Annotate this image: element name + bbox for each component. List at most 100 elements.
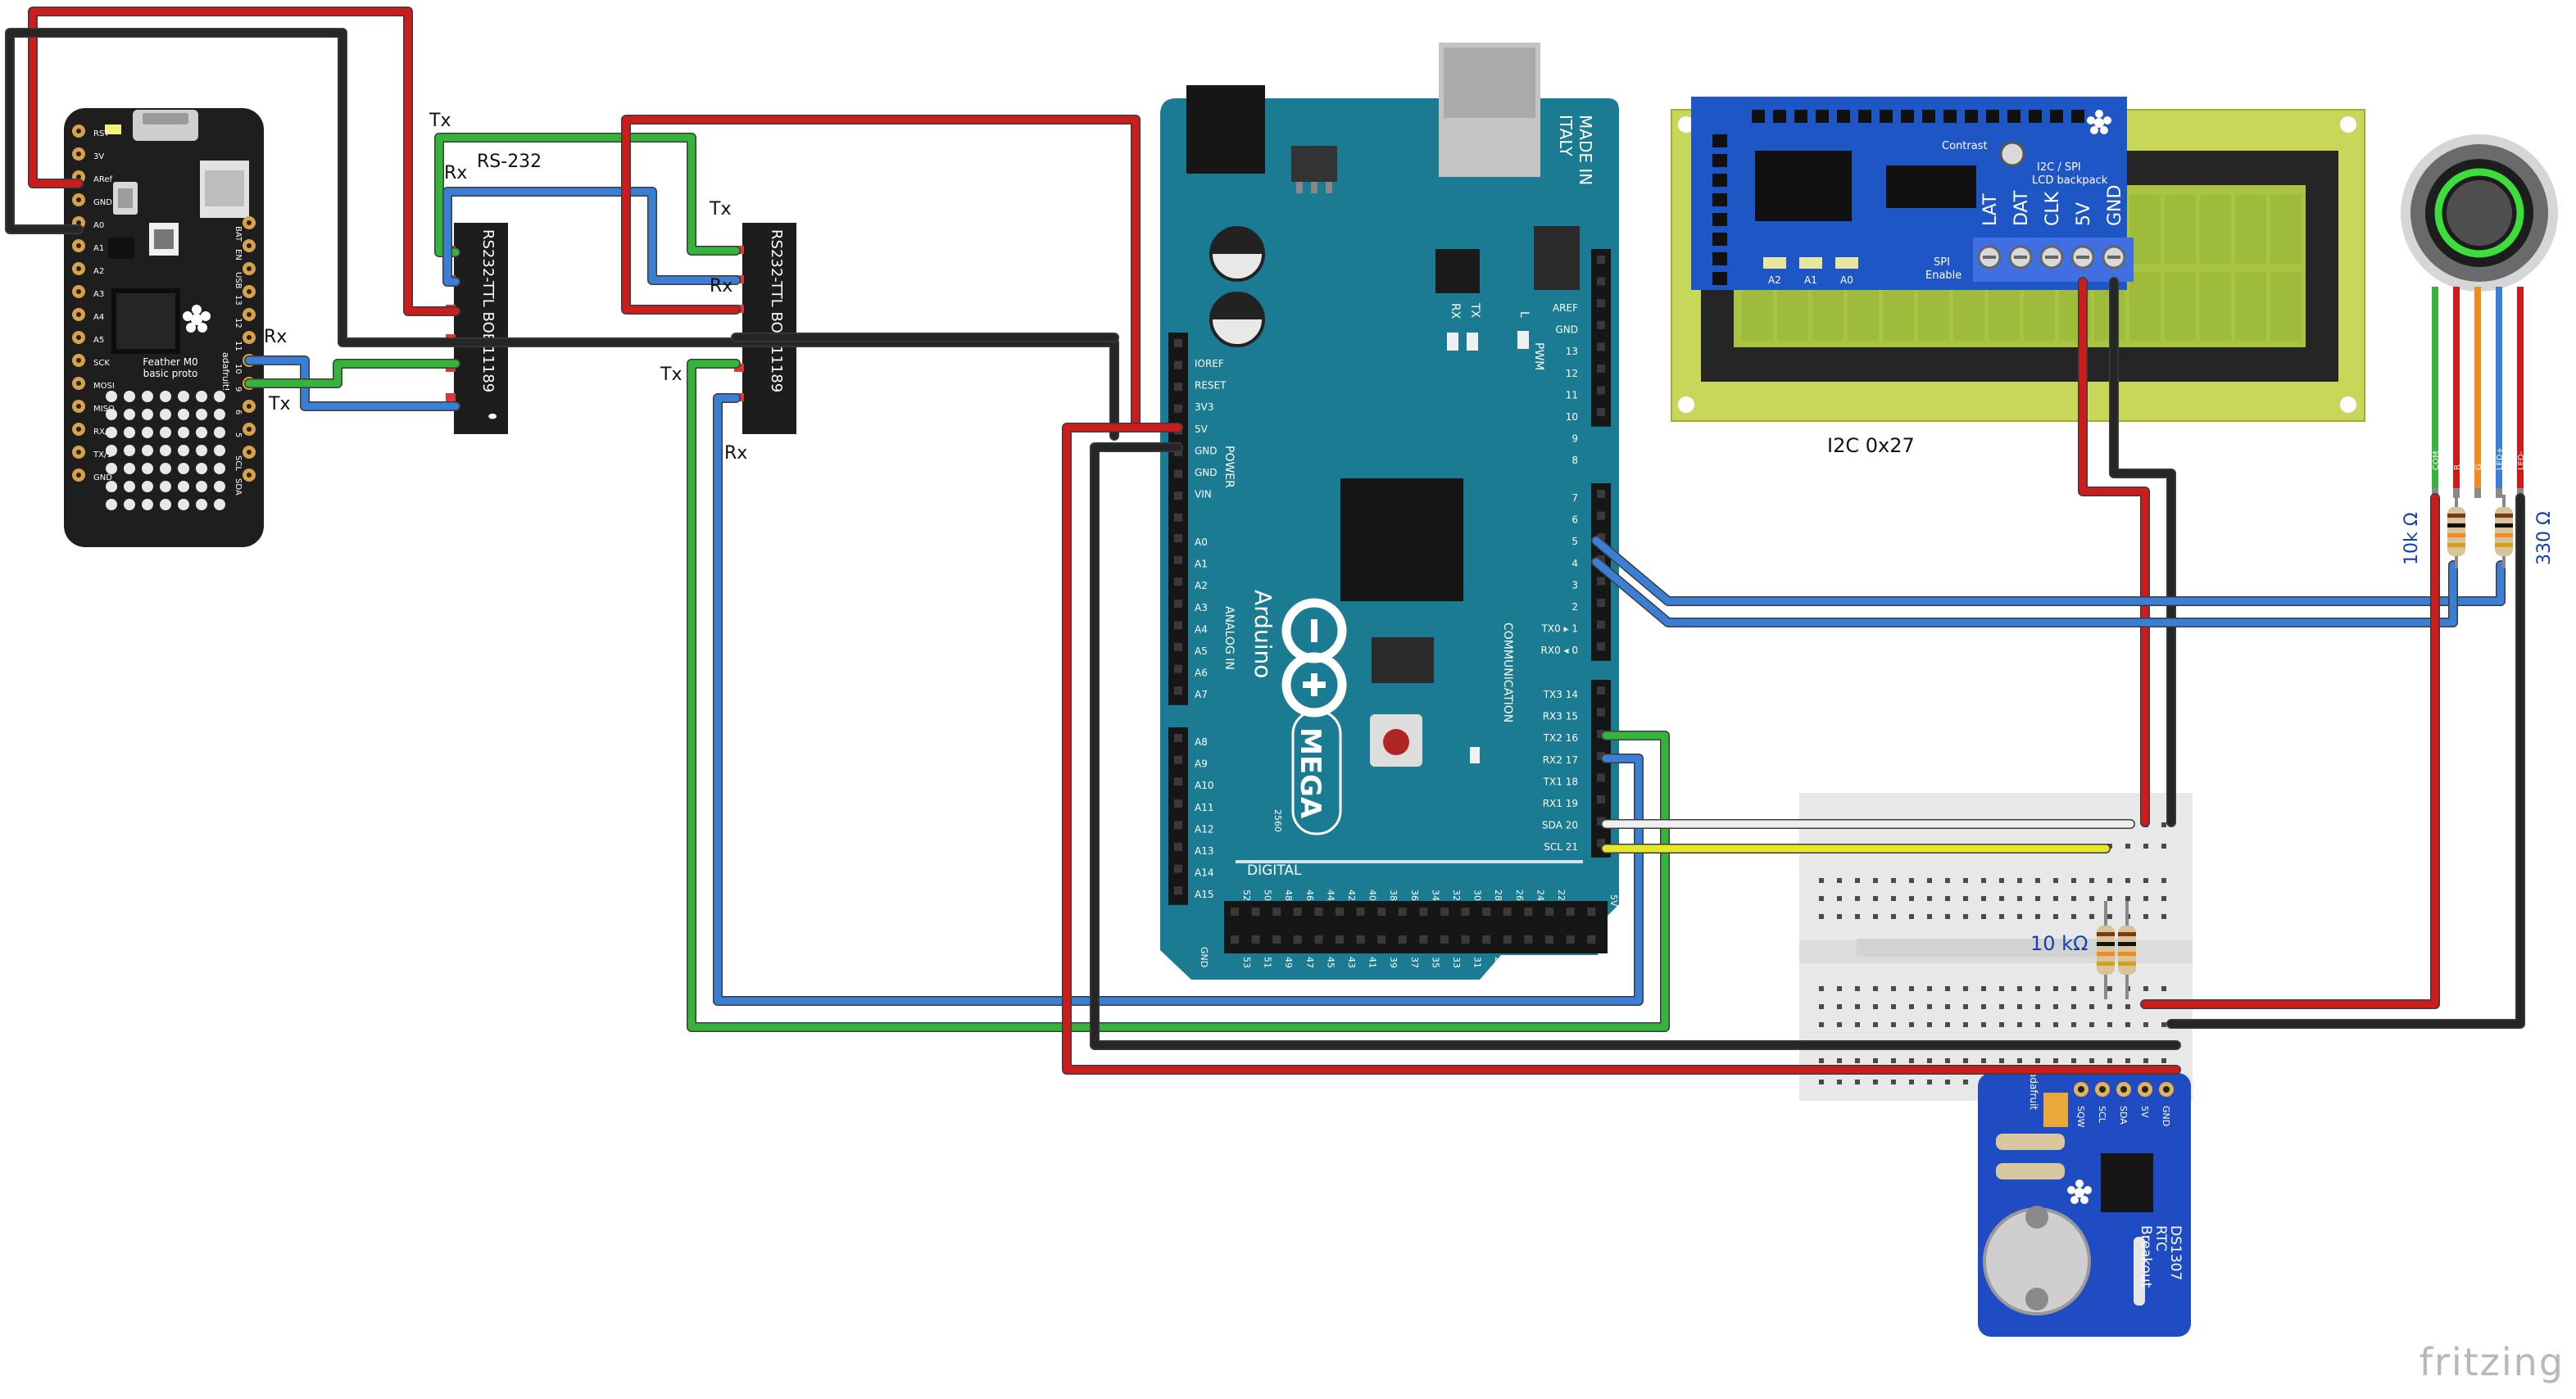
mega-header-pin: [1597, 277, 1605, 286]
mega-analog-pin-label: A8: [1195, 736, 1208, 748]
breadboard-hole: [2017, 878, 2022, 883]
breadboard-hole: [2161, 878, 2166, 883]
resistor-10k-sda-band: [2097, 952, 2115, 956]
mega-pwm-label: PWM: [1532, 342, 1545, 370]
feather-left-pin-label: TX/1: [93, 450, 112, 460]
mega-header-pin: [1524, 908, 1533, 916]
breadboard-hole: [1837, 1022, 1842, 1027]
mega-header-pin: [1174, 577, 1182, 586]
label-conv2-tx-low: Tx: [660, 364, 682, 385]
lcd-side-pin: [1712, 134, 1727, 147]
breadboard-hole: [1909, 1022, 1914, 1027]
feather-pin-hole: [247, 335, 252, 340]
breadboard-hole: [2161, 844, 2166, 849]
mega-header-pin: [1336, 935, 1344, 944]
feather-pin-hole: [76, 174, 81, 179]
breadboard-hole: [1891, 914, 1896, 919]
mega-header-pin: [1174, 886, 1182, 895]
breadboard-hole: [1981, 1004, 1986, 1009]
breadboard-hole: [2107, 1058, 2112, 1063]
mega-comm-pin-label: SDA 20: [1542, 820, 1578, 831]
mega-analog-pin-label: A10: [1195, 780, 1213, 791]
resistor-10k-sda-band: [2097, 932, 2115, 936]
mega-analog-pin-label: A11: [1195, 802, 1213, 813]
lcd-side-pin: [1712, 154, 1727, 167]
feather-pin-hole: [247, 473, 252, 478]
lcd-char-cell: [2270, 195, 2302, 264]
lcd-char-cell: [2200, 195, 2231, 264]
breadboard-hole: [1999, 914, 2004, 919]
breadboard-hole: [1819, 896, 1824, 901]
mega-gnd-label: GND: [1199, 947, 1209, 967]
breadboard-hole: [2143, 1058, 2148, 1063]
breadboard-hole: [2125, 1004, 2130, 1009]
mega-digital-pin-label: 37: [1409, 957, 1420, 968]
breadboard-hole: [2089, 878, 2094, 883]
feather-pin-hole: [247, 312, 252, 317]
mega-header-pin: [1597, 839, 1605, 848]
proto-hole: [106, 445, 117, 456]
mega-reset-button[interactable]: [1383, 729, 1409, 755]
label-10k-right: 10k Ω: [2401, 512, 2422, 565]
mega-digital-pin-label: 43: [1346, 957, 1357, 968]
breadboard-hole: [1981, 1022, 1986, 1027]
label-i2c-address: I2C 0x27: [1827, 434, 1915, 457]
sensor-leg: [2496, 287, 2502, 491]
mega-header-block: [1168, 527, 1188, 705]
mega-header-pin: [1174, 686, 1182, 695]
proto-hole: [178, 463, 189, 474]
mega-pwm-pin-label: 3: [1571, 579, 1578, 591]
mega-power-label: POWER: [1222, 446, 1236, 488]
breadboard-hole: [2125, 844, 2130, 849]
mega-header-pin: [1174, 821, 1182, 830]
mega-header-pin: [1461, 935, 1470, 944]
resistors: [2097, 495, 2513, 999]
breadboard-hole: [2017, 1004, 2022, 1009]
mega-header-pin: [1174, 469, 1182, 478]
mega-header-pin: [1597, 730, 1605, 739]
mega-digital-pin-label: 50: [1263, 890, 1273, 901]
sensor-pin-label: G: [2474, 464, 2483, 470]
resistor-10k-scl-band: [2118, 962, 2136, 966]
contrast-pot-icon[interactable]: [1999, 141, 2025, 167]
mega-header-pin: [1597, 533, 1605, 542]
mega-comm-pin-label: RX1 19: [1543, 798, 1578, 809]
mega-analog-pin-label: A7: [1195, 689, 1208, 700]
feather-left-pin-label: A0: [93, 221, 104, 230]
mega-comm-pin-label: TX3 14: [1543, 689, 1578, 700]
feather-pin-hole: [247, 266, 252, 271]
converter-1-code: 11189: [479, 346, 497, 392]
breadboard-hole: [2143, 986, 2148, 991]
mega-header-pin: [1597, 642, 1605, 651]
proto-hole: [196, 499, 207, 510]
mega-power-pin-label: GND: [1195, 467, 1218, 478]
mega-digital-pin-label: 48: [1283, 890, 1294, 901]
mega-5v-label: 5V: [1608, 894, 1619, 907]
breadboard-hole: [1855, 914, 1860, 919]
mega-header-pin: [1597, 599, 1605, 607]
sensor-leg: [2517, 287, 2524, 491]
breadboard-hole: [1819, 986, 1824, 991]
breadboard-hole: [1927, 1080, 1932, 1084]
lcd-terminal-pin-label: LAT: [1980, 193, 2001, 226]
breadboard-hole: [2089, 1022, 2094, 1027]
mega-comm-pin-label: RX3 15: [1543, 711, 1578, 722]
mega-pwm-pin-label: 4: [1571, 558, 1578, 569]
resistor-330-sensor-band: [2495, 533, 2513, 537]
breadboard-hole: [1981, 1058, 1986, 1063]
breadboard-hole: [1999, 896, 2004, 901]
breadboard-hole: [2107, 1004, 2112, 1009]
feather-pin-hole: [76, 427, 81, 432]
arduino-mega-board: Arduino MEGA 2560 MADE IN ITALY TX RX L …: [1160, 43, 1619, 980]
mega-header-pin: [1231, 935, 1239, 944]
lcd-top-pin: [2071, 110, 2084, 123]
proto-hole: [214, 463, 225, 474]
resistor-10k-sensor-band: [2447, 533, 2465, 537]
lcd-char-cell: [2165, 272, 2196, 341]
mega-header-pin: [1597, 511, 1605, 520]
breadboard-hole: [2053, 896, 2058, 901]
